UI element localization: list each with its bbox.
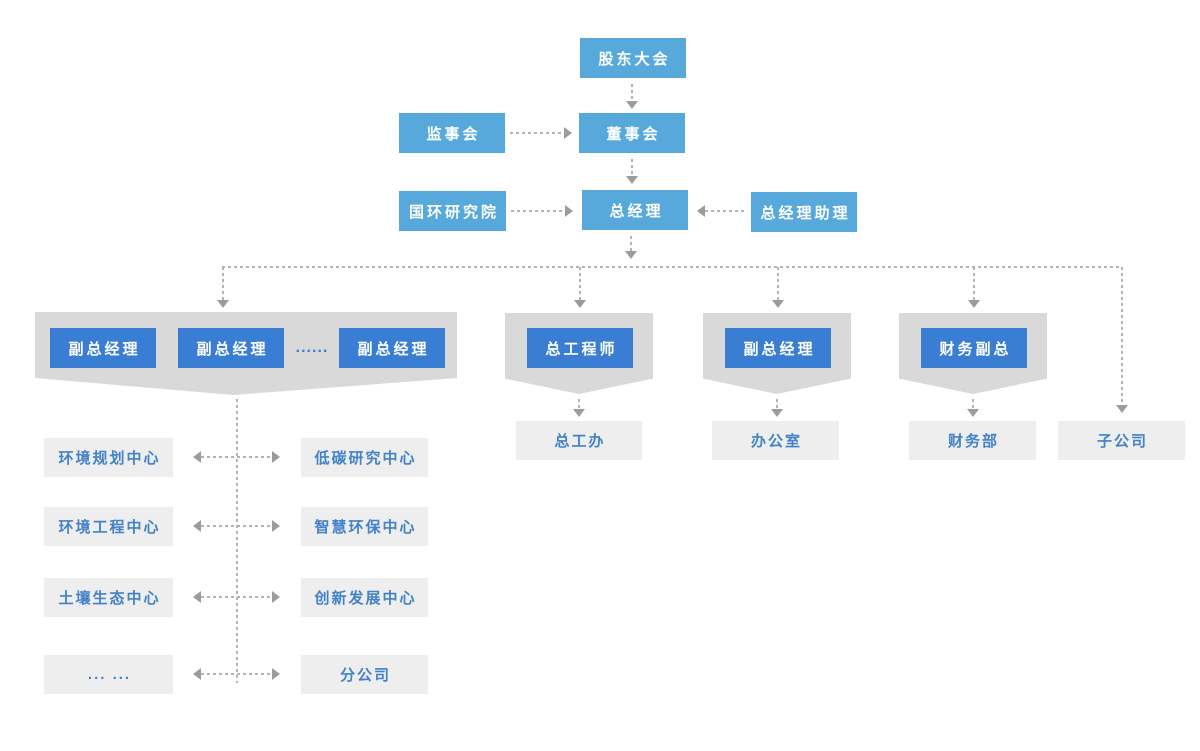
node-supervisory-board: 监事会 [399,113,505,153]
node-dept-env-planning: 环境规划中心 [44,438,173,477]
connector-trunk-to-finance-vp [973,267,975,300]
connector-dgm-to-office [776,399,778,409]
node-branch-company: 分公司 [301,655,428,694]
node-dept-low-carbon: 低碳研究中心 [301,438,428,477]
connector-fvp-to-dept [972,399,974,409]
deputy-group-spine [236,399,238,683]
connector-row-4 [201,673,272,675]
node-deputy-gm-2: 副总经理 [178,328,284,368]
node-board-of-directors: 董事会 [579,113,685,153]
connector-row-2 [201,525,272,527]
node-deputy-gm-admin: 副总经理 [725,328,831,368]
node-chief-engineer-office: 总工办 [516,421,642,460]
node-deputy-gm-3: 副总经理 [339,328,445,368]
node-deputy-gm-1: 副总经理 [50,328,156,368]
node-dept-innovation: 创新发展中心 [301,578,428,617]
node-chief-engineer: 总工程师 [527,328,633,368]
connector-research-to-gm [511,210,565,212]
node-admin-office: 办公室 [712,421,839,460]
node-research-institute: 国环研究院 [399,191,506,231]
connector-trunk-to-chief-engineer [579,267,581,300]
node-general-manager: 总经理 [582,190,688,230]
connector-trunk-to-deputy-group [222,267,224,300]
node-finance-vp: 财务副总 [921,328,1027,368]
node-subsidiary: 子公司 [1058,421,1185,460]
node-dept-smart-env: 智慧环保中心 [301,507,428,546]
connector-supervisory-to-board [510,132,564,134]
connector-assistant-to-gm [705,210,747,212]
connector-trunk-to-subsidiary [1121,267,1123,405]
connector-board-to-gm [631,159,633,176]
connector-gm-to-trunk [630,236,632,251]
node-dept-env-engineering: 环境工程中心 [44,507,173,546]
node-shareholders-meeting: 股东大会 [580,38,686,78]
deputy-gm-ellipsis: ...... [295,339,329,356]
connector-row-1 [201,456,272,458]
node-gm-assistant: 总经理助理 [751,192,857,232]
node-dept-ellipsis: ... ... [44,655,173,694]
connector-row-3 [201,596,272,598]
node-finance-dept: 财务部 [909,421,1036,460]
node-dept-soil-ecology: 土壤生态中心 [44,578,173,617]
connector-trunk-to-deputy-admin [777,267,779,300]
trunk-line [222,266,1122,268]
connector-shareholders-to-board [631,84,633,101]
connector-ce-to-office [578,399,580,409]
